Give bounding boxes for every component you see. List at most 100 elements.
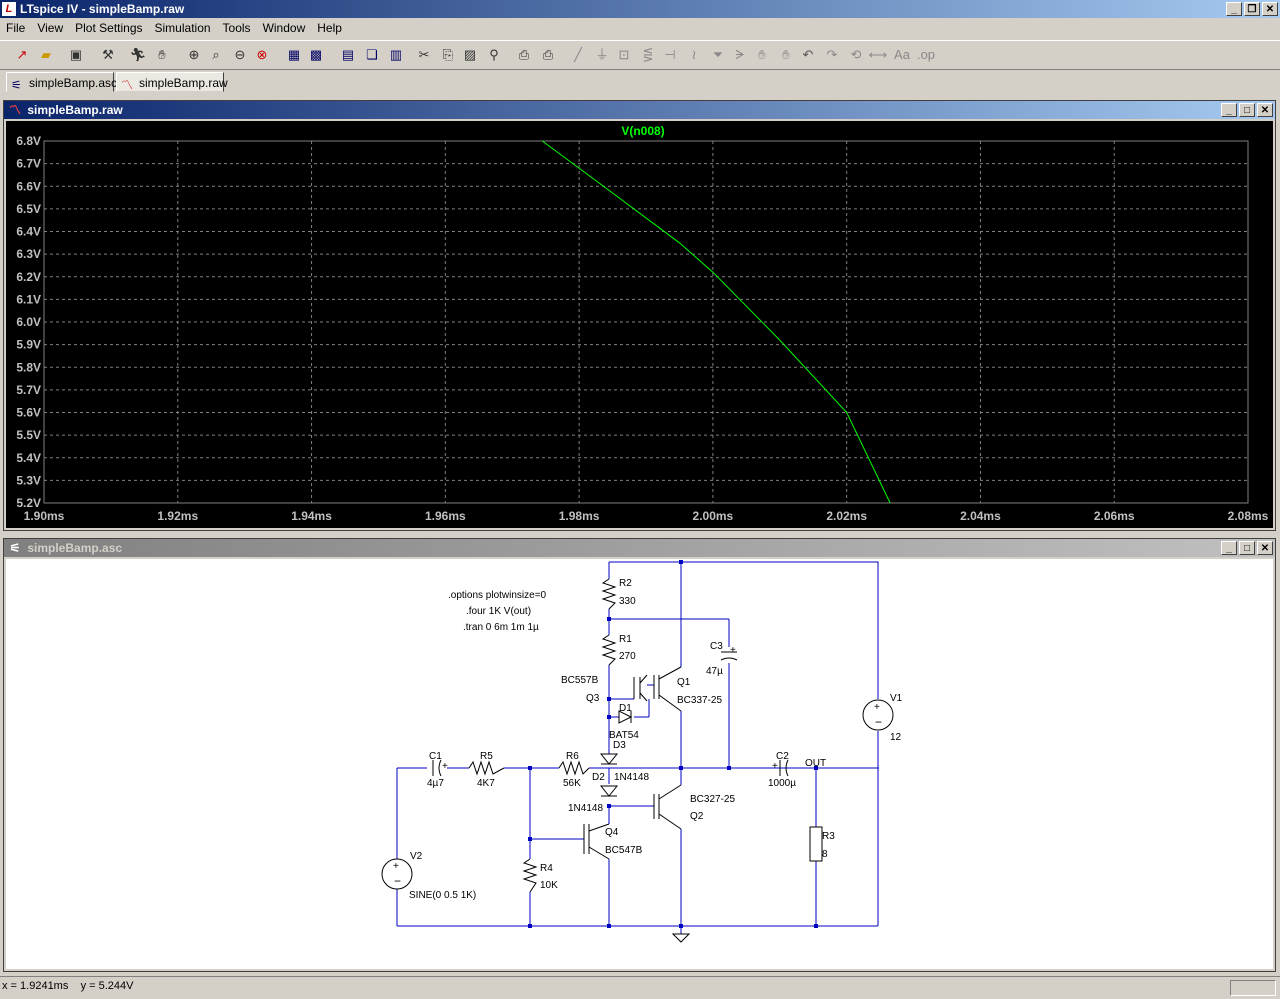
value-r5[interactable]: 4K7	[477, 778, 495, 789]
close-button[interactable]: ✕	[1262, 2, 1278, 16]
label-d1[interactable]: D1	[619, 703, 632, 714]
fit-icon[interactable]: ▩	[309, 47, 323, 62]
plot-minimize-button[interactable]: _	[1221, 103, 1237, 117]
model-d2[interactable]: 1N4148	[614, 772, 649, 783]
tab-waveform[interactable]: 〽 simpleBamp.raw	[116, 72, 228, 92]
menu-tools[interactable]: Tools	[222, 21, 251, 35]
capacitor-icon[interactable]: ⊣	[664, 47, 676, 62]
ground-icon[interactable]: ⏚	[595, 47, 609, 62]
menu-view[interactable]: View	[37, 21, 64, 35]
value-c1[interactable]: 4µ7	[427, 778, 444, 789]
label-q3[interactable]: Q3	[586, 693, 600, 704]
label-q4[interactable]: Q4	[605, 827, 619, 838]
paste-icon[interactable]: ▨	[463, 47, 477, 62]
directive-options[interactable]: .options plotwinsize=0	[448, 590, 547, 601]
label-r5[interactable]: R5	[480, 751, 493, 762]
schematic-maximize-button[interactable]: □	[1239, 541, 1255, 555]
print-icon[interactable]: ⎙	[542, 47, 554, 62]
find-icon[interactable]: ⚲	[489, 47, 499, 62]
autorange-icon[interactable]: ▦	[287, 47, 301, 62]
label-r3[interactable]: R3	[822, 831, 835, 842]
label-v1[interactable]: V1	[890, 693, 903, 704]
value-v2[interactable]: SINE(0 0.5 1K)	[409, 890, 476, 901]
control-panel-icon[interactable]: ⚒	[102, 47, 114, 62]
inductor-icon[interactable]: ≀	[691, 47, 697, 62]
save-icon[interactable]: ▣	[69, 47, 83, 62]
diode-icon[interactable]: ⏷	[712, 47, 724, 62]
value-c3[interactable]: 47µ	[706, 666, 723, 677]
menu-file[interactable]: File	[6, 21, 26, 35]
model-d1[interactable]: BAT54	[609, 730, 639, 741]
value-r1[interactable]: 270	[619, 651, 636, 662]
label-d2[interactable]: D2	[592, 772, 605, 783]
value-r6[interactable]: 56K	[563, 778, 581, 789]
tab-schematic[interactable]: ⚟ simpleBamp.asc	[6, 72, 117, 92]
directive-tran[interactable]: .tran 0 6m 1m 1µ	[463, 622, 539, 633]
plot-maximize-button[interactable]: □	[1239, 103, 1255, 117]
trace-label[interactable]: V(n008)	[621, 124, 664, 138]
drag-icon[interactable]: ✋︎	[782, 47, 790, 62]
value-r3[interactable]: 8	[822, 849, 828, 860]
redo-icon[interactable]: ↷	[826, 47, 838, 62]
directive-four[interactable]: .four 1K V(out)	[466, 606, 531, 617]
plot-close-button[interactable]: ✕	[1257, 103, 1273, 117]
copy-icon[interactable]: ⎘	[442, 47, 454, 62]
rotate-icon[interactable]: ⟲	[850, 47, 862, 62]
label-net-icon[interactable]: ⊡	[618, 47, 630, 62]
label-q2[interactable]: Q2	[690, 811, 704, 822]
model-q2[interactable]: BC327-25	[690, 794, 735, 805]
new-schematic-icon[interactable]: ↗	[16, 47, 28, 62]
schematic-canvas[interactable]: .options plotwinsize=0 .four 1K V(out) .…	[6, 559, 1273, 969]
undo-icon[interactable]: ↶	[802, 47, 814, 62]
restore-button[interactable]: ❐	[1244, 2, 1260, 16]
label-q1[interactable]: Q1	[677, 677, 691, 688]
menu-help[interactable]: Help	[317, 21, 342, 35]
schematic-window-title-bar[interactable]: ⚟ simpleBamp.asc _ □ ✕	[4, 539, 1275, 557]
value-r4[interactable]: 10K	[540, 880, 558, 891]
label-r1[interactable]: R1	[619, 634, 632, 645]
model-q4[interactable]: BC547B	[605, 845, 643, 856]
mirror-icon[interactable]: ⟷	[868, 47, 888, 62]
menu-plot-settings[interactable]: Plot Settings	[75, 21, 143, 35]
label-r4[interactable]: R4	[540, 863, 553, 874]
menu-window[interactable]: Window	[262, 21, 306, 35]
label-r2[interactable]: R2	[619, 578, 632, 589]
cascade-icon[interactable]: ❏	[366, 47, 378, 62]
net-label-out[interactable]: OUT	[805, 758, 826, 769]
label-c2[interactable]: C2	[776, 751, 789, 762]
label-c1[interactable]: C1	[429, 751, 442, 762]
resistor-icon[interactable]: ⋚	[642, 47, 654, 62]
value-r2[interactable]: 330	[619, 596, 636, 607]
wire-icon[interactable]: ╱	[574, 47, 582, 62]
schematic-close-button[interactable]: ✕	[1257, 541, 1273, 555]
spice-directive-icon[interactable]: .op	[916, 47, 936, 62]
open-icon[interactable]: ▰	[41, 47, 51, 62]
schematic-drawing[interactable]: .options plotwinsize=0 .four 1K V(out) .…	[6, 559, 1273, 969]
print-setup-icon[interactable]: ⎙	[518, 47, 530, 62]
model-q1[interactable]: BC337-25	[677, 695, 722, 706]
model-q3[interactable]: BC557B	[561, 675, 599, 686]
value-c2[interactable]: 1000µ	[768, 778, 796, 789]
halt-icon[interactable]: ✋︎	[158, 47, 166, 62]
label-d3[interactable]: D3	[613, 740, 626, 751]
move-icon[interactable]: ✋︎	[758, 47, 766, 62]
value-v1[interactable]: 12	[890, 732, 902, 743]
zoom-out-icon[interactable]: ⊖	[234, 47, 246, 62]
model-d4[interactable]: 1N4148	[568, 803, 603, 814]
label-r6[interactable]: R6	[566, 751, 579, 762]
tile-vertical-icon[interactable]: ▥	[389, 47, 403, 62]
waveform-plot[interactable]: 6.8V6.7V6.6V6.5V6.4V6.3V6.2V6.1V6.0V5.9V…	[6, 121, 1273, 528]
pan-icon[interactable]: ⌕	[212, 47, 220, 62]
run-icon[interactable]: 🏃︎	[129, 47, 147, 62]
text-icon[interactable]: Aa	[894, 47, 910, 62]
cut-icon[interactable]: ✂	[418, 47, 430, 62]
minimize-button[interactable]: _	[1226, 2, 1242, 16]
zoom-in-icon[interactable]: ⊕	[188, 47, 200, 62]
ltspice-app-icon[interactable]: L	[2, 2, 16, 16]
label-c3[interactable]: C3	[710, 641, 723, 652]
trace-line[interactable]	[542, 140, 891, 504]
zoom-full-icon[interactable]: ⊗	[256, 47, 268, 62]
label-v2[interactable]: V2	[410, 851, 423, 862]
menu-simulation[interactable]: Simulation	[154, 21, 211, 35]
